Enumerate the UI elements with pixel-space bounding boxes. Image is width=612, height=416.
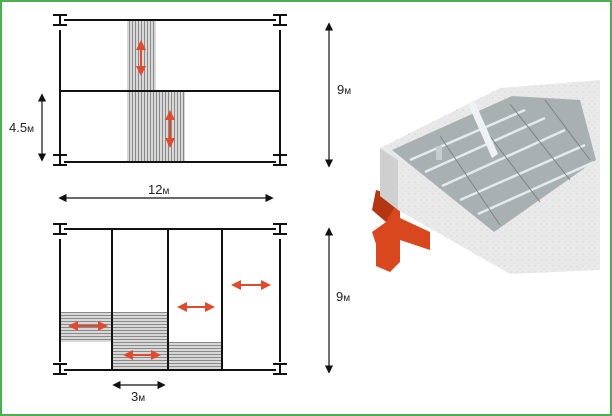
- concrete-slab-front: [380, 148, 398, 210]
- bottom-plan: 9м 3м: [53, 223, 350, 404]
- ibeam-icon: [53, 223, 287, 375]
- dimension-4-5m-label: 4.5м: [9, 120, 34, 135]
- dimension-9m-label: 9м: [336, 289, 350, 304]
- void-formwork: [392, 96, 596, 232]
- panel-strip-lower: [127, 91, 185, 162]
- dimension-12m-label: 12м: [148, 182, 169, 197]
- dimension-9m-label: 9м: [337, 82, 351, 97]
- dimension-3m-label: 3м: [131, 389, 145, 404]
- ibeam-icon: [53, 14, 287, 166]
- anchor: [436, 146, 442, 160]
- top-plan: 9м 4.5м 12м: [9, 14, 351, 203]
- slab-3d-illustration: [372, 80, 600, 274]
